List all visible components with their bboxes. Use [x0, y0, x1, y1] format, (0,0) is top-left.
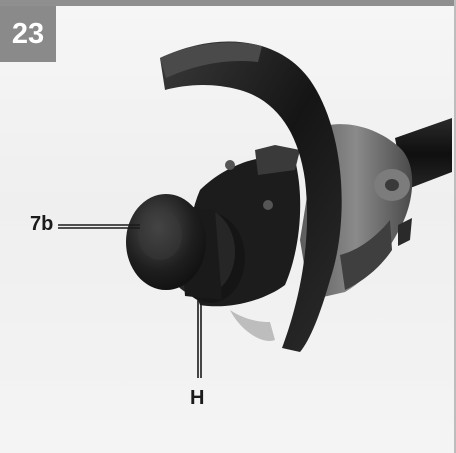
callout-7b-leader [58, 224, 140, 229]
spool-cap [126, 194, 245, 303]
callout-label-7b: 7b [30, 213, 54, 235]
callout-label-h: H [190, 387, 205, 409]
frame-right-border [454, 0, 456, 453]
figure-number-badge: 23 [0, 6, 56, 62]
line-guard [160, 41, 342, 353]
callout-h-leader [197, 275, 202, 378]
frame-top-border [0, 0, 456, 6]
